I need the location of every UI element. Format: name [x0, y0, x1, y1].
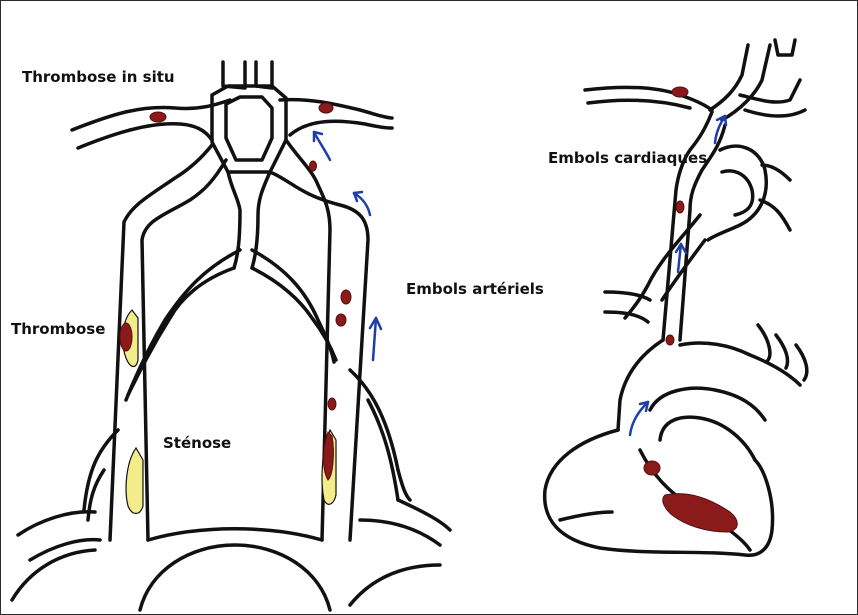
right-carotid-inner — [270, 172, 368, 540]
embolus-cardiaque-heart — [644, 461, 660, 475]
base-arch-right-inner — [360, 520, 440, 545]
vertebral-right-long — [252, 250, 334, 362]
arrow-up-icon — [314, 132, 330, 160]
label-stenose: Sténose — [163, 436, 231, 451]
aortic-arch-inner-2 — [660, 417, 755, 460]
right-top-small-fork — [775, 40, 795, 55]
embolus-arteriel-2 — [336, 314, 346, 326]
willis-circle-inner — [226, 97, 272, 160]
right-side-loop-outer — [708, 146, 766, 240]
base-bottom-left-bulge — [12, 550, 95, 600]
plaque-stenose — [126, 448, 143, 514]
right-top-fork-a — [710, 45, 748, 110]
right-top-branch-right-2 — [745, 110, 805, 116]
arch-vessel-c — [796, 345, 807, 380]
thrombus-left-carotid — [120, 323, 132, 351]
base-arch-left — [18, 512, 95, 535]
arrow-up-icon — [630, 402, 648, 435]
embolus-arteriel-3 — [328, 398, 336, 410]
right-top-branch-right — [740, 80, 800, 102]
embolus-cardiaque-1 — [676, 201, 684, 213]
right-top-left-branch — [585, 87, 712, 110]
right-external-carotid — [625, 215, 700, 318]
base-bottom-bulge — [140, 545, 330, 610]
base-bottom-right-bulge — [350, 565, 440, 605]
base-arch-center — [148, 529, 322, 540]
aortic-arch-outer-top — [680, 343, 800, 385]
arrow-up-icon — [370, 318, 381, 360]
label-thrombose: Thrombose — [11, 322, 105, 337]
right-side-loop-inner — [722, 171, 753, 215]
right-vascular-network — [545, 40, 807, 555]
top-anterior-left — [223, 62, 245, 88]
top-left-branch-lower — [78, 124, 212, 148]
left-carotid-inner — [142, 160, 226, 540]
top-right-branch-lower — [290, 121, 392, 135]
aortic-arch-outer — [618, 340, 663, 430]
heart-septum — [560, 512, 612, 520]
arch-vessel-b — [776, 335, 788, 368]
label-embols-cardiaques: Embols cardiaques — [548, 151, 707, 166]
label-thrombose-in-situ: Thrombose in situ — [22, 70, 175, 85]
right-side-branch-b — [760, 200, 790, 230]
top-anterior-right — [256, 62, 272, 88]
label-embols-arteriels: Embols artériels — [406, 282, 544, 297]
thrombus-top-left — [150, 112, 166, 122]
embolus-arteriel-1 — [341, 290, 351, 304]
right-top-left-branch-2 — [588, 100, 690, 108]
aortic-arch-inner — [650, 388, 765, 420]
top-right-branch-upper — [280, 100, 392, 118]
embolus-cardiaque-top — [672, 87, 688, 97]
thrombus-top-right — [319, 103, 333, 113]
thrombus-heart — [663, 494, 737, 532]
arch-vessel-a — [758, 325, 770, 360]
embolus-small-top — [310, 161, 317, 171]
embolus-cardiaque-2 — [666, 335, 674, 345]
